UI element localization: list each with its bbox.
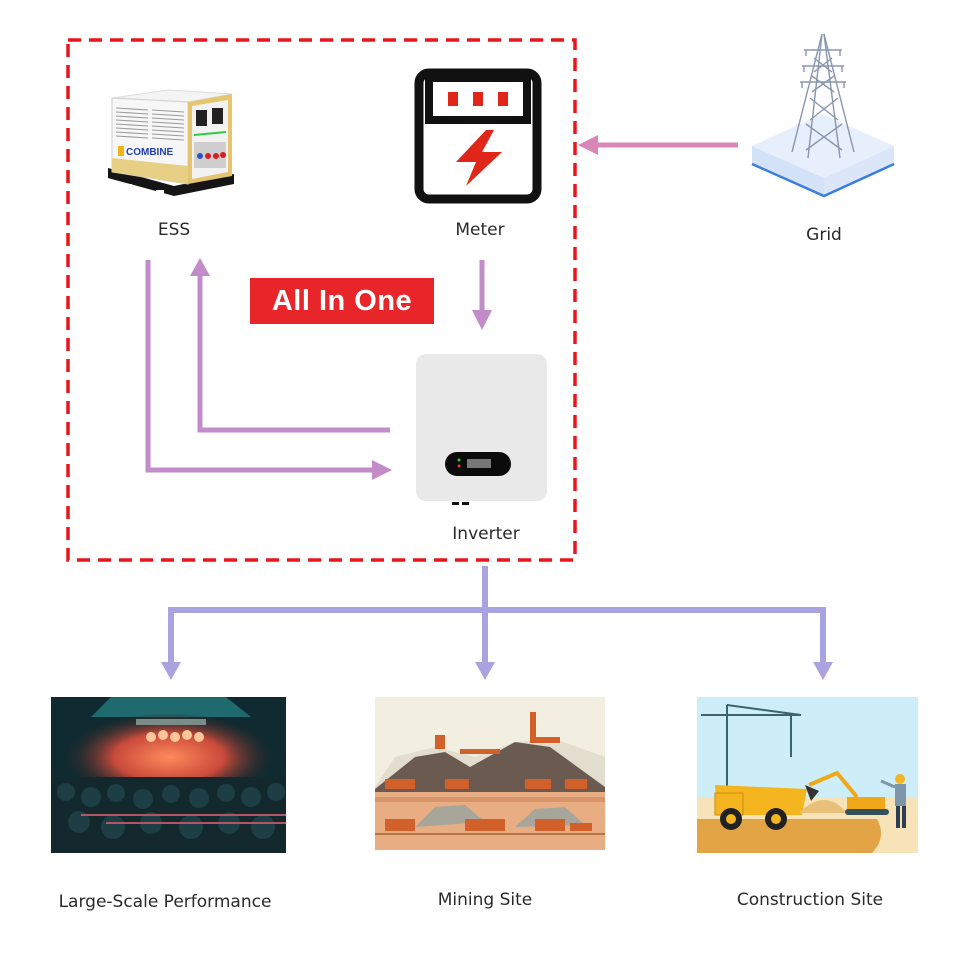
construction-image — [697, 697, 918, 853]
transmission-tower-icon — [751, 33, 895, 198]
concert-crowd-illustration — [51, 697, 286, 853]
performance-label: Large-Scale Performance — [58, 892, 272, 912]
grid-label: Grid — [806, 225, 842, 245]
ess-node: COMBINE — [104, 80, 238, 200]
arrow-to-performance — [161, 662, 181, 680]
all-in-one-badge: All In One — [250, 278, 434, 324]
grid-node — [748, 28, 898, 208]
lightning-bolt-icon — [456, 130, 502, 186]
arrow-meter-to-inverter — [472, 260, 492, 330]
mining-label: Mining Site — [437, 890, 533, 910]
construction-label: Construction Site — [736, 890, 884, 910]
inverter-icon — [416, 354, 547, 505]
meter-label: Meter — [455, 220, 505, 240]
arrow-inverter-to-ess — [190, 258, 390, 433]
performance-image — [51, 697, 286, 853]
inverter-node — [415, 354, 549, 508]
arrow-grid-to-meter — [578, 135, 738, 155]
ess-cabinet-icon: COMBINE — [108, 89, 234, 196]
arrow-ess-to-inverter — [145, 260, 392, 480]
ess-label: ESS — [157, 220, 191, 240]
ess-brand-logo: COMBINE — [126, 147, 174, 158]
construction-illustration — [697, 697, 918, 853]
electric-meter-icon — [414, 68, 542, 204]
mining-image — [375, 697, 605, 850]
all-in-one-boundary — [66, 38, 577, 562]
mining-illustration — [375, 697, 605, 850]
meter-node — [414, 68, 542, 204]
distribution-arrows — [161, 566, 833, 680]
arrow-to-mining — [475, 662, 495, 680]
inverter-label: Inverter — [452, 524, 520, 544]
arrow-to-construction — [813, 662, 833, 680]
